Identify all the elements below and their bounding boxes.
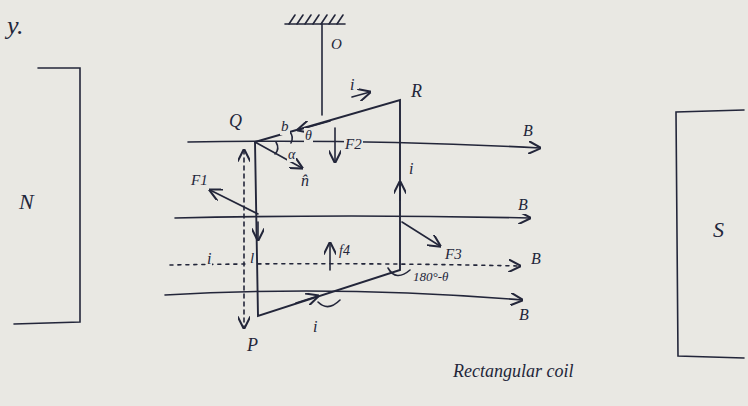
current-label: i (408, 160, 414, 178)
current-label: i (349, 76, 355, 94)
normal-vector (255, 142, 302, 168)
force-label: F1 (190, 172, 209, 189)
suspension-thread (321, 24, 323, 115)
field-line (175, 216, 530, 218)
point-label: P (246, 336, 259, 356)
force-arrow (402, 222, 440, 246)
south-pole (676, 110, 744, 358)
point-label: Q (228, 112, 243, 132)
angle-label: 180°-θ (412, 270, 449, 284)
dimension-label: b (280, 118, 290, 135)
angle-arc (318, 300, 340, 307)
field-line (188, 141, 540, 148)
force-label: F3 (444, 246, 463, 263)
field-label: B (517, 196, 529, 214)
angle-label: θ (304, 128, 313, 143)
length-marker (243, 150, 245, 328)
current-label: i (312, 318, 318, 336)
force-arrow (210, 190, 258, 214)
force-arrow (334, 128, 336, 162)
force-label: F2 (344, 136, 363, 153)
field-label: B (518, 306, 530, 324)
angle-label: α (287, 147, 296, 162)
field-label: B (530, 250, 542, 268)
force-arrow (329, 243, 331, 270)
angle-arc (275, 142, 278, 154)
field-line (170, 264, 520, 266)
angle-arc (388, 268, 410, 276)
north-pole (14, 68, 80, 324)
page-fragment: y. (6, 12, 25, 41)
field-line (165, 291, 522, 300)
caption-note: Rectangular coil (452, 362, 574, 382)
pole-label: S (712, 218, 725, 242)
force-label: f4 (338, 243, 351, 258)
rectangular-coil (255, 100, 400, 316)
current-arrow (298, 121, 330, 130)
pole-label: N (18, 190, 35, 214)
current-arrow (399, 182, 401, 200)
point-label: O (330, 36, 343, 53)
point-label: R (410, 82, 423, 102)
dimension-label: l (249, 250, 255, 267)
current-label: i (206, 250, 212, 268)
current-arrow (296, 296, 318, 303)
angle-arc (290, 132, 292, 143)
vector-label: n̂ (300, 172, 310, 190)
current-arrow (257, 222, 259, 240)
ceiling-support (285, 15, 345, 24)
field-label: B (522, 122, 534, 140)
